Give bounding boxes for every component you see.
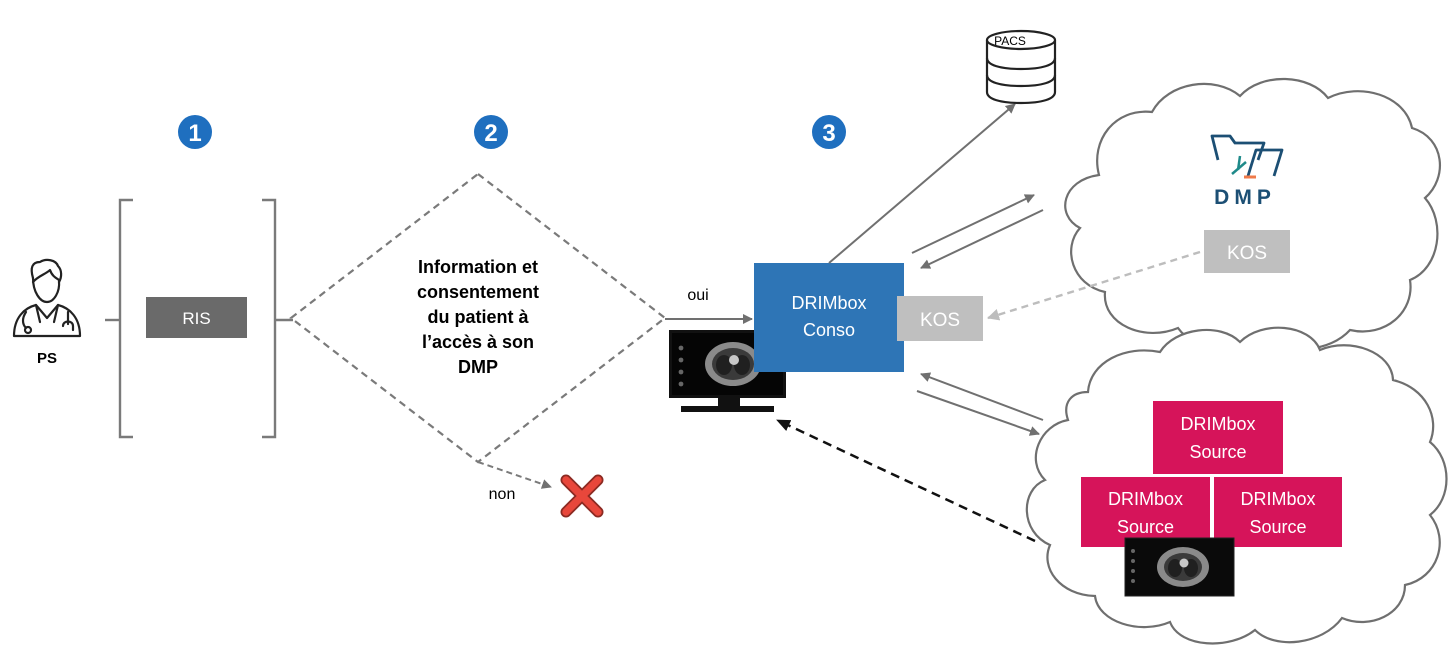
ris-box: RIS: [146, 297, 247, 338]
consent-line: consentement: [417, 282, 539, 302]
conso-to-dmp-arrow: [911, 194, 1035, 254]
consent-line: DMP: [458, 357, 498, 377]
step-badge-1: 1: [178, 115, 212, 149]
consent-line: du patient à: [427, 307, 529, 327]
drimbox-conso-line2: Conso: [803, 320, 855, 340]
dmp-cloud: [1064, 77, 1441, 351]
drimbox-conso-box: DRIMbox Conso: [754, 263, 904, 372]
pacs-label: PACS: [994, 34, 1026, 48]
kos-local-box: KOS: [897, 296, 983, 341]
consent-question: Information et consentement du patient à…: [417, 257, 539, 377]
dmp-logo: DMP: [1210, 134, 1284, 209]
step1-bracket: [105, 198, 293, 439]
drimbox-source-line1: DRIMbox: [1180, 414, 1255, 434]
doctor-icon: [12, 258, 82, 338]
drimbox-source-box: DRIMbox Source: [1153, 401, 1283, 474]
dmp-logo-text: DMP: [1214, 186, 1276, 209]
drimbox-source-box: DRIMbox Source: [1081, 477, 1210, 547]
kos-dmp-label: KOS: [1227, 243, 1267, 264]
no-arrow: [477, 461, 552, 489]
kos-retrieval-arrow: [987, 250, 1201, 321]
actor-label: PS: [37, 350, 57, 367]
drimbox-conso-line1: DRIMbox: [791, 293, 866, 313]
pacs-arrow: [828, 103, 1016, 264]
kos-dmp-box: KOS: [1204, 230, 1290, 273]
step-number: 3: [822, 120, 835, 147]
drimbox-source-line1: DRIMbox: [1108, 489, 1183, 509]
drimbox-source-line2: Source: [1249, 517, 1306, 537]
drimbox-source-line1: DRIMbox: [1240, 489, 1315, 509]
reject-icon: [560, 474, 604, 518]
pacs-database-icon: [985, 29, 1057, 105]
dmp-to-conso-arrow: [920, 209, 1044, 269]
yes-label: oui: [687, 287, 708, 304]
step-number: 2: [484, 120, 497, 147]
image-stream-arrow: [776, 418, 1036, 543]
source-to-conso-arrow: [920, 372, 1044, 421]
consent-line: l’accès à son: [422, 332, 534, 352]
drimbox-source-box: DRIMbox Source: [1214, 477, 1342, 547]
kos-local-label: KOS: [920, 310, 960, 331]
drimbox-source-line2: Source: [1117, 517, 1174, 537]
no-label: non: [489, 486, 516, 503]
consent-line: Information et: [418, 257, 538, 277]
drimbox-source-line2: Source: [1189, 442, 1246, 462]
ris-label: RIS: [182, 309, 210, 328]
step-badge-3: 3: [812, 115, 846, 149]
step-badge-2: 2: [474, 115, 508, 149]
step-number: 1: [188, 120, 201, 147]
source-viewer-screenshot: [1124, 537, 1235, 597]
conso-to-source-arrow: [916, 390, 1040, 436]
